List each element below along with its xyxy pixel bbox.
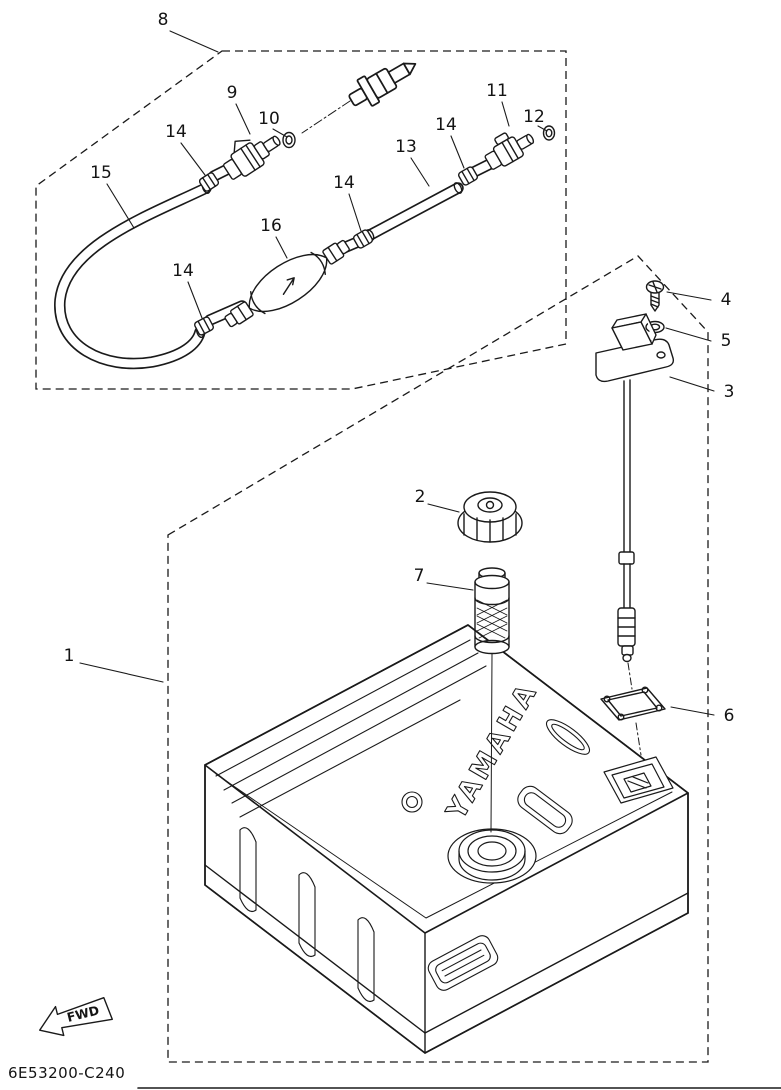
fuel-line-kit-boundary [35, 50, 567, 390]
tank-filler-neck [447, 828, 537, 884]
screw-4 [645, 280, 665, 312]
fuel-meter-3 [595, 313, 675, 663]
part-label-14-b: 14 [172, 261, 194, 281]
o-ring-12 [542, 125, 556, 141]
fuel-connector-11 [484, 132, 535, 170]
tank-assembly-boundary [167, 255, 709, 1063]
part-label-13: 13 [395, 137, 417, 157]
hose-clip-14-a [198, 172, 220, 192]
o-ring-10 [282, 131, 296, 149]
part-label-4: 4 [721, 290, 732, 310]
part-label-7: 7 [414, 566, 425, 586]
gasket-6 [600, 686, 666, 721]
hose-clip-14-c [352, 229, 374, 249]
tank-front-grooves [239, 827, 375, 1003]
fuel-hose-13 [364, 182, 464, 241]
fuel-joint-fitting [348, 62, 417, 107]
part-label-14-d: 14 [435, 115, 457, 135]
fuel-filter-7 [474, 567, 510, 655]
fuel-cap-2 [457, 491, 523, 543]
tank-top-ribs [215, 639, 487, 818]
tank-gauge-mount [603, 756, 674, 804]
part-label-10: 10 [258, 109, 280, 129]
tank-top-plate [517, 785, 573, 835]
fwd-arrow: FWD [39, 996, 113, 1037]
primer-bulb-16 [224, 239, 350, 328]
assembly-axis-line [627, 662, 633, 690]
hose-clip-14-b [194, 316, 214, 336]
part-label-8: 8 [158, 10, 169, 30]
part-label-3: 3 [724, 382, 735, 402]
part-label-1: 1 [64, 646, 75, 666]
diagram-code: 6E53200-C240 [8, 1064, 125, 1082]
hose-clip-14-d [457, 166, 479, 186]
yamaha-emblem-circle [401, 791, 423, 813]
leader-lines [79, 30, 715, 716]
part-label-9: 9 [227, 83, 238, 103]
part-label-14-c: 14 [333, 173, 355, 193]
part-label-14-a: 14 [165, 122, 187, 142]
part-label-6: 6 [724, 706, 735, 726]
fuel-tank-body: YAMAHA [204, 624, 689, 1054]
part-label-16: 16 [260, 216, 282, 236]
tank-oval-recess [545, 719, 591, 755]
assembly-axis-line [635, 722, 642, 756]
part-label-15: 15 [90, 163, 112, 183]
assembly-axis-line [301, 100, 351, 134]
fuel-connector-9 [223, 135, 281, 180]
part-label-12: 12 [523, 107, 545, 127]
tank-front-grille [427, 935, 499, 991]
filter-mesh [476, 599, 508, 639]
part-label-11: 11 [486, 81, 508, 101]
part-label-2: 2 [415, 487, 426, 507]
part-label-5: 5 [721, 331, 732, 351]
assembly-guide-line [490, 653, 493, 833]
